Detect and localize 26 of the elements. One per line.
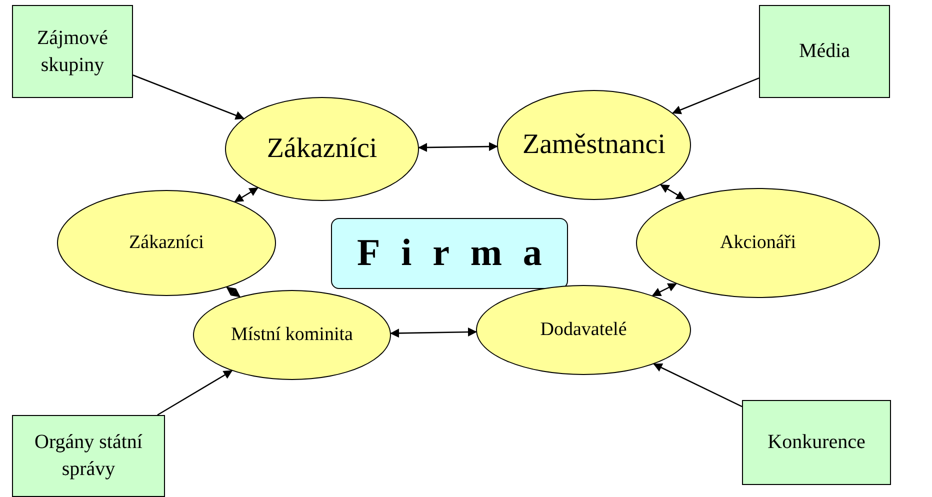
- label-box: [12, 5, 133, 98]
- double-arrow: [418, 142, 498, 152]
- label-box: [12, 415, 165, 497]
- center-box: [331, 218, 568, 289]
- arrow: [157, 370, 233, 416]
- double-arrow: [660, 184, 686, 200]
- arrow: [653, 363, 742, 408]
- node-label: Orgány státní správy: [34, 430, 144, 482]
- node-label: Zaměstnanci: [521, 128, 667, 162]
- double-arrow: [226, 286, 241, 298]
- node-label: Zákazníci: [266, 132, 378, 166]
- label-box: [742, 400, 891, 485]
- double-arrow: [652, 283, 677, 296]
- node-label: Zákazníci: [128, 231, 205, 256]
- arrow: [132, 74, 244, 120]
- node-label: Firma: [356, 230, 564, 276]
- label-box: [759, 5, 890, 98]
- node-label: Místní kominita: [230, 323, 354, 348]
- node-label: Média: [798, 39, 852, 64]
- double-arrow: [234, 187, 258, 202]
- node-label: Konkurence: [766, 430, 866, 455]
- node-label: Dodavatelé: [539, 318, 628, 342]
- node-label: Akcionáři: [719, 231, 797, 256]
- double-arrow: [390, 327, 477, 338]
- node-label: Zájmové skupiny: [36, 26, 110, 78]
- arrow: [672, 77, 760, 114]
